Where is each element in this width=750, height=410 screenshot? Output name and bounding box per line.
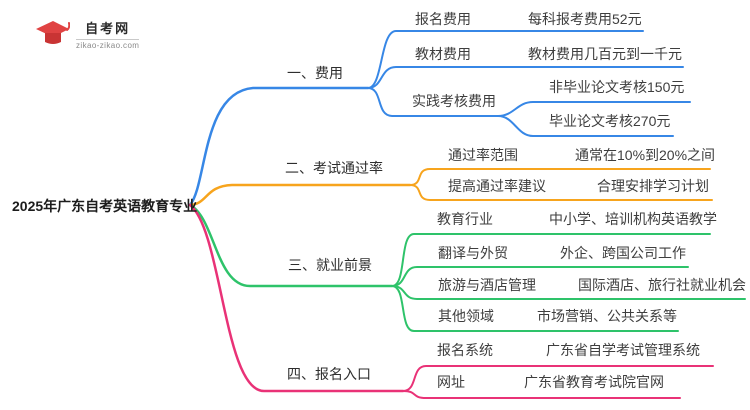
node-passrate-advice: 提高通过率建议 bbox=[448, 178, 546, 194]
node-textbook-fee-value: 教材费用几百元到一千元 bbox=[528, 46, 682, 62]
branch-fee: 一、费用 bbox=[287, 65, 343, 81]
site-url: zikao-zikao.com bbox=[76, 41, 140, 50]
node-practice-fee: 实践考核费用 bbox=[412, 93, 496, 109]
node-passrate-range: 通过率范围 bbox=[448, 147, 518, 163]
cap-tassel bbox=[66, 22, 70, 31]
node-signup-fee: 报名费用 bbox=[415, 11, 471, 27]
node-registration-system: 报名系统 bbox=[437, 342, 493, 358]
node-registration-system-value: 广东省自学考试管理系统 bbox=[546, 342, 700, 358]
passrate-branch-lines bbox=[188, 168, 713, 207]
branch-passrate: 二、考试通过率 bbox=[285, 160, 383, 176]
logo-divider bbox=[76, 39, 140, 40]
node-passrate-range-value: 通常在10%到20%之间 bbox=[575, 147, 716, 163]
node-tourism-hotel-value: 国际酒店、旅行社就业机会 bbox=[578, 277, 746, 293]
node-nonthesis-fee: 非毕业论文考核150元 bbox=[549, 79, 685, 95]
registration-branch-lines bbox=[188, 203, 714, 399]
node-other-fields: 其他领域 bbox=[438, 308, 494, 324]
graduation-cap-icon bbox=[34, 18, 70, 53]
node-website-value: 广东省教育考试院官网 bbox=[524, 374, 664, 390]
node-education-industry-value: 中小学、培训机构英语教学 bbox=[549, 211, 717, 227]
node-education-industry: 教育行业 bbox=[437, 211, 493, 227]
node-website: 网址 bbox=[437, 374, 465, 390]
site-logo[interactable]: 自考网 zikao-zikao.com bbox=[28, 12, 140, 56]
root-topic: 2025年广东自考英语教育专业 bbox=[12, 198, 198, 214]
branch-registration: 四、报名入口 bbox=[287, 366, 371, 382]
cap-base bbox=[45, 33, 61, 44]
node-translation-trade: 翻译与外贸 bbox=[438, 245, 508, 261]
node-tourism-hotel: 旅游与酒店管理 bbox=[438, 277, 536, 293]
node-other-fields-value: 市场营销、公共关系等 bbox=[537, 308, 677, 324]
career-branch-lines bbox=[188, 203, 746, 332]
node-textbook-fee: 教材费用 bbox=[415, 46, 471, 62]
fee-branch-lines bbox=[188, 30, 691, 207]
node-signup-fee-value: 每科报考费用52元 bbox=[528, 11, 642, 27]
site-name: 自考网 bbox=[85, 21, 131, 36]
branch-career: 三、就业前景 bbox=[288, 257, 372, 273]
node-passrate-advice-value: 合理安排学习计划 bbox=[597, 178, 709, 194]
node-translation-trade-value: 外企、跨国公司工作 bbox=[560, 245, 686, 261]
node-thesis-fee: 毕业论文考核270元 bbox=[549, 113, 671, 129]
